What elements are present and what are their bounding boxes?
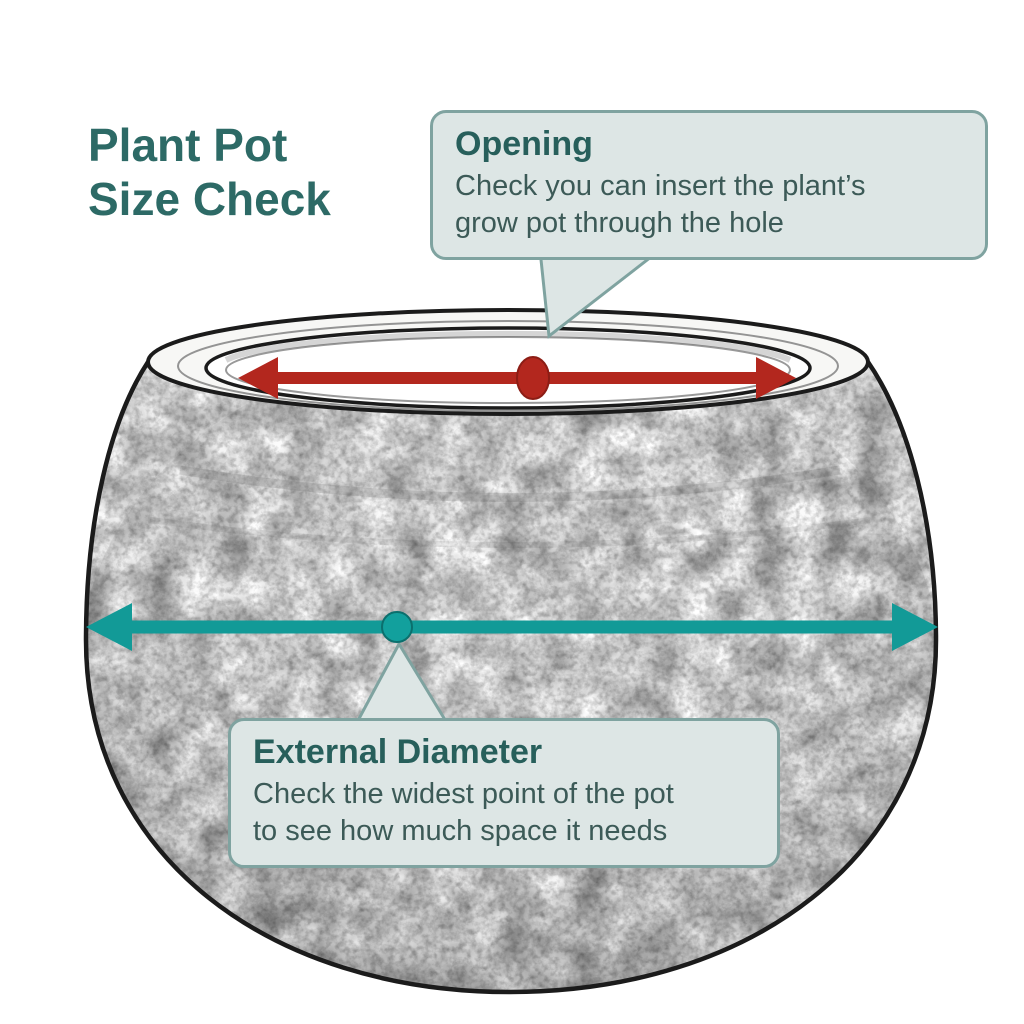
page-title: Plant Pot Size Check: [88, 118, 331, 227]
opening-callout-body-line2: grow pot through the hole: [455, 206, 784, 239]
page-title-line2: Size Check: [88, 173, 331, 226]
diameter-dot-icon: [381, 611, 413, 643]
opening-dot-icon: [516, 356, 550, 400]
external-diameter-callout: External Diameter Check the widest point…: [228, 718, 780, 869]
diameter-arrow-icon: [86, 603, 938, 651]
pot-rim: [146, 308, 870, 416]
page-title-line1: Plant Pot: [88, 119, 288, 171]
external-diameter-callout-heading: External Diameter: [253, 733, 543, 771]
external-diameter-callout-body-line2: to see how much space it needs: [253, 814, 668, 847]
pot-body-sketch: [83, 359, 939, 995]
opening-callout-body-line1: Check you can insert the plant’s: [455, 170, 866, 203]
external-diameter-callout-body-line1: Check the widest point of the pot: [253, 778, 674, 811]
opening-callout-heading: Opening: [455, 125, 593, 163]
opening-callout: Opening Check you can insert the plant’s…: [430, 110, 988, 261]
